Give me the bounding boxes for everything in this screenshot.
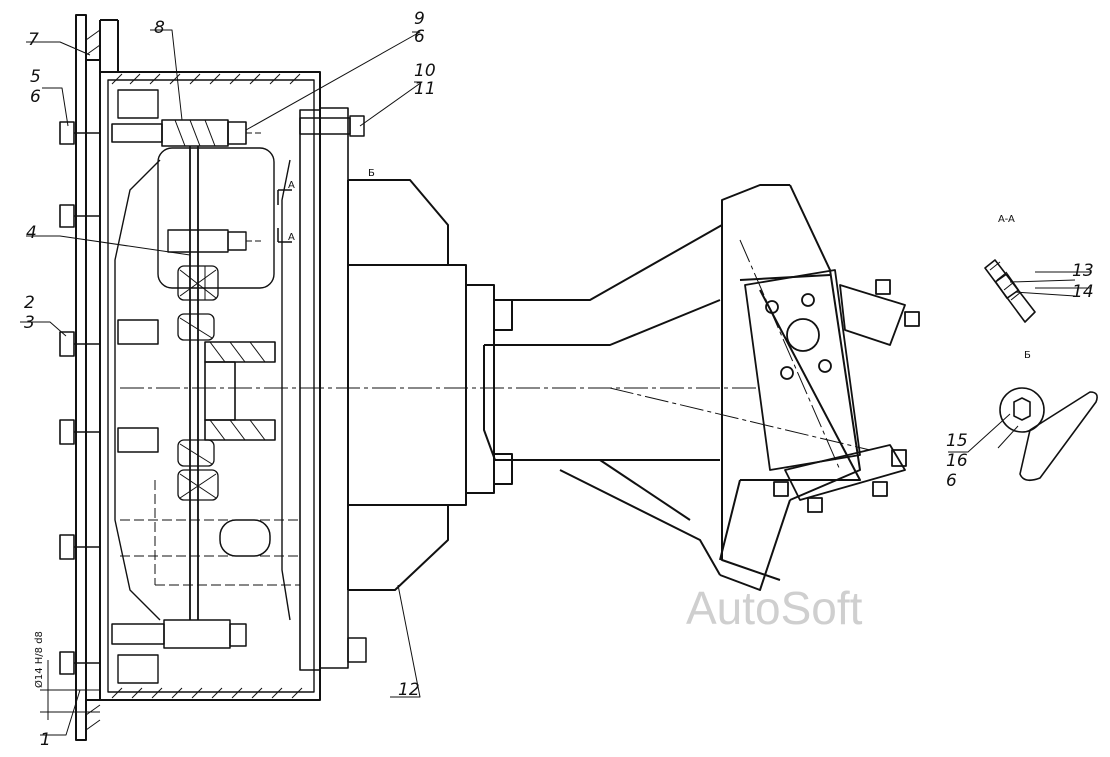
dimension-note: Ø14 H/8 d8 <box>33 631 45 688</box>
top-fastener <box>299 115 367 663</box>
callout-5-sub: 6 <box>30 87 41 107</box>
callout-9: 9 <box>414 9 425 29</box>
callout-5: 5 <box>30 67 41 87</box>
view-b-detail <box>997 387 1098 482</box>
centre-lines <box>120 239 871 471</box>
callout-2-sub: 3 <box>24 313 35 333</box>
damper-springs <box>177 265 219 501</box>
disc-hub <box>204 341 276 441</box>
clutch-housing <box>99 71 349 701</box>
callout-4: 4 <box>26 223 37 243</box>
callout-14: 14 <box>1072 282 1094 302</box>
leader-lines <box>20 29 1090 736</box>
bell-housing <box>347 179 449 591</box>
section-mark-a-lower: A <box>288 232 295 243</box>
section-mark-labels: A A Б A-A Б Ø14 H/8 d8 <box>33 168 1031 688</box>
callout-8: 8 <box>154 18 165 38</box>
callout-15-sub: 16 <box>946 451 968 471</box>
callout-1: 1 <box>40 730 51 750</box>
mounting-plate <box>75 14 119 741</box>
section-mark-b-arrow: Б <box>368 168 375 179</box>
gearbox-front <box>347 264 513 506</box>
shift-tower <box>744 269 920 513</box>
callout-labels: 1 2 3 4 5 6 7 8 9 6 10 11 12 13 14 15 16… <box>24 9 1094 750</box>
callout-2: 2 <box>24 293 35 313</box>
callout-13: 13 <box>1072 261 1094 281</box>
lower-bolts <box>111 319 301 649</box>
dimension-mark <box>40 660 100 720</box>
callout-15: 15 <box>946 431 968 451</box>
section-mark-a-upper: A <box>288 180 295 191</box>
callout-7: 7 <box>28 30 39 50</box>
top-bolt-assembly <box>111 119 262 147</box>
callout-10: 10 <box>414 61 436 81</box>
section-markers <box>277 189 292 243</box>
section-aa-title: A-A <box>998 214 1015 225</box>
callout-12: 12 <box>398 680 420 700</box>
transmission-body <box>483 184 861 591</box>
watermark: AutoSoft <box>686 582 863 634</box>
view-b-title: Б <box>1024 350 1031 361</box>
plate-bolts <box>59 121 100 675</box>
pressure-plate-window <box>157 146 275 620</box>
callout-15-sub2: 6 <box>946 471 957 491</box>
callout-9-sub: 6 <box>414 27 425 47</box>
flywheel <box>114 89 291 684</box>
section-aa-detail <box>984 259 1076 323</box>
callout-10-sub: 11 <box>414 79 436 99</box>
